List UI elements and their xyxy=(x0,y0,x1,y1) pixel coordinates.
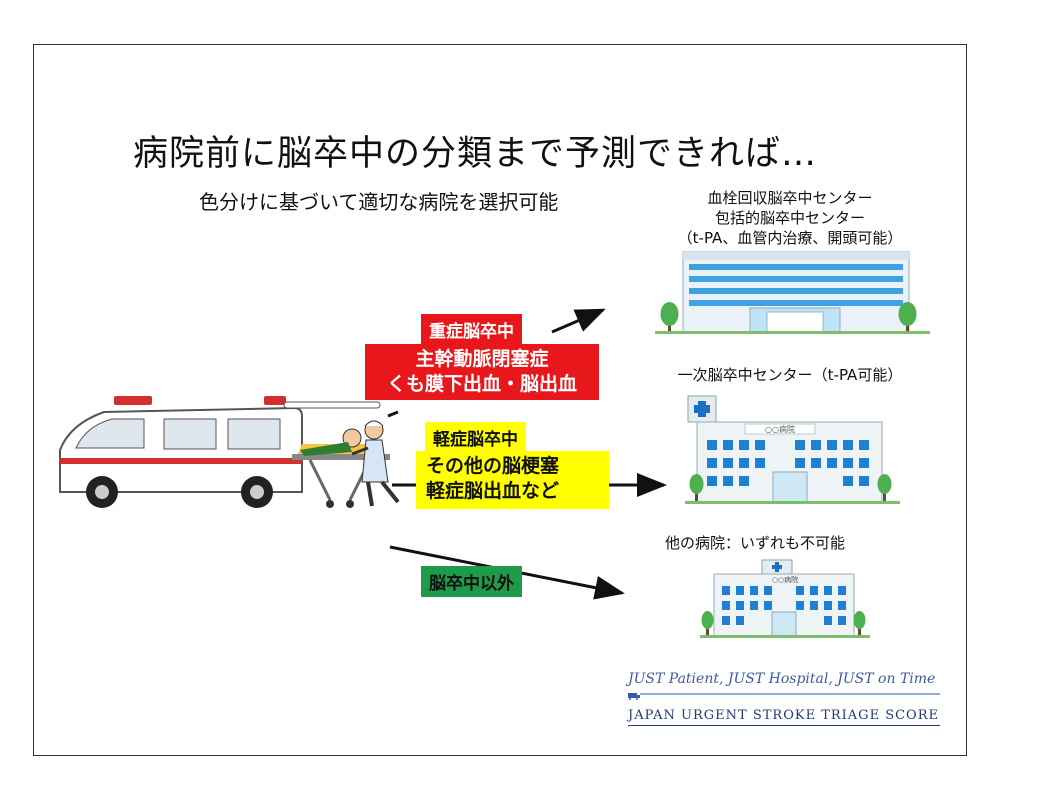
tree-icon xyxy=(660,302,917,332)
logo-divider xyxy=(640,693,940,695)
comprehensive-caption-line1: 血栓回収脳卒中センター xyxy=(707,189,873,207)
paramedic-icon xyxy=(351,420,400,507)
logo-underline xyxy=(628,725,940,726)
arrow-to-comprehensive xyxy=(551,308,606,334)
logo-ambulance-icon xyxy=(628,693,640,700)
non-stroke-label: 脳卒中以外 xyxy=(421,566,522,597)
mild-detail-line2: 軽症脳出血など xyxy=(426,480,560,502)
severe-stroke-detail: 主幹動脈閉塞症 くも膜下出血・脳出血 xyxy=(365,344,600,400)
primary-hospital-sign: ○○病院 xyxy=(765,424,795,434)
logo-tagline: JUST Patient, JUST Hospital, JUST on Tim… xyxy=(628,671,936,687)
mild-stroke-label: 軽症脳卒中 xyxy=(425,422,526,453)
severe-detail-line1: 主幹動脈閉塞症 xyxy=(415,348,549,370)
mild-stroke-detail: その他の脳梗塞 軽症脳出血など xyxy=(416,451,609,509)
ambulance-icon xyxy=(59,396,381,508)
severe-stroke-label: 重症脳卒中 xyxy=(421,314,522,345)
tree-icon xyxy=(701,611,866,636)
severe-detail-line2: くも膜下出血・脳出血 xyxy=(387,373,578,395)
comprehensive-hospital-icon xyxy=(655,251,930,334)
slide-title: 病院前に脳卒中の分類まで予測できれば… xyxy=(133,134,818,174)
primary-center-caption: 一次脳卒中センター（t-PA可能） xyxy=(677,366,903,384)
comprehensive-center-caption: 血栓回収脳卒中センター 包括的脳卒中センター （t-PA、血管内治療、開頭可能） xyxy=(640,188,940,248)
other-hospital-caption: 他の病院：いずれも不可能 xyxy=(664,534,845,552)
comprehensive-caption-line2: 包括的脳卒中センター xyxy=(714,209,865,227)
logo-name: JAPAN URGENT STROKE TRIAGE SCORE xyxy=(628,708,939,723)
stretcher-icon xyxy=(292,428,390,508)
other-hospital-icon: ○○病院 xyxy=(700,559,870,638)
other-hospital-sign: ○○病院 xyxy=(772,575,798,584)
comprehensive-caption-line3: （t-PA、血管内治療、開頭可能） xyxy=(677,229,903,247)
tree-icon xyxy=(689,474,892,502)
slide-subtitle: 色分けに基づいて適切な病院を選択可能 xyxy=(199,190,559,214)
ambulance-illustration xyxy=(59,396,400,508)
primary-hospital-icon: ○○病院 xyxy=(685,395,900,504)
arrow-from-severe xyxy=(387,410,399,418)
mild-detail-line1: その他の脳梗塞 xyxy=(426,455,560,477)
